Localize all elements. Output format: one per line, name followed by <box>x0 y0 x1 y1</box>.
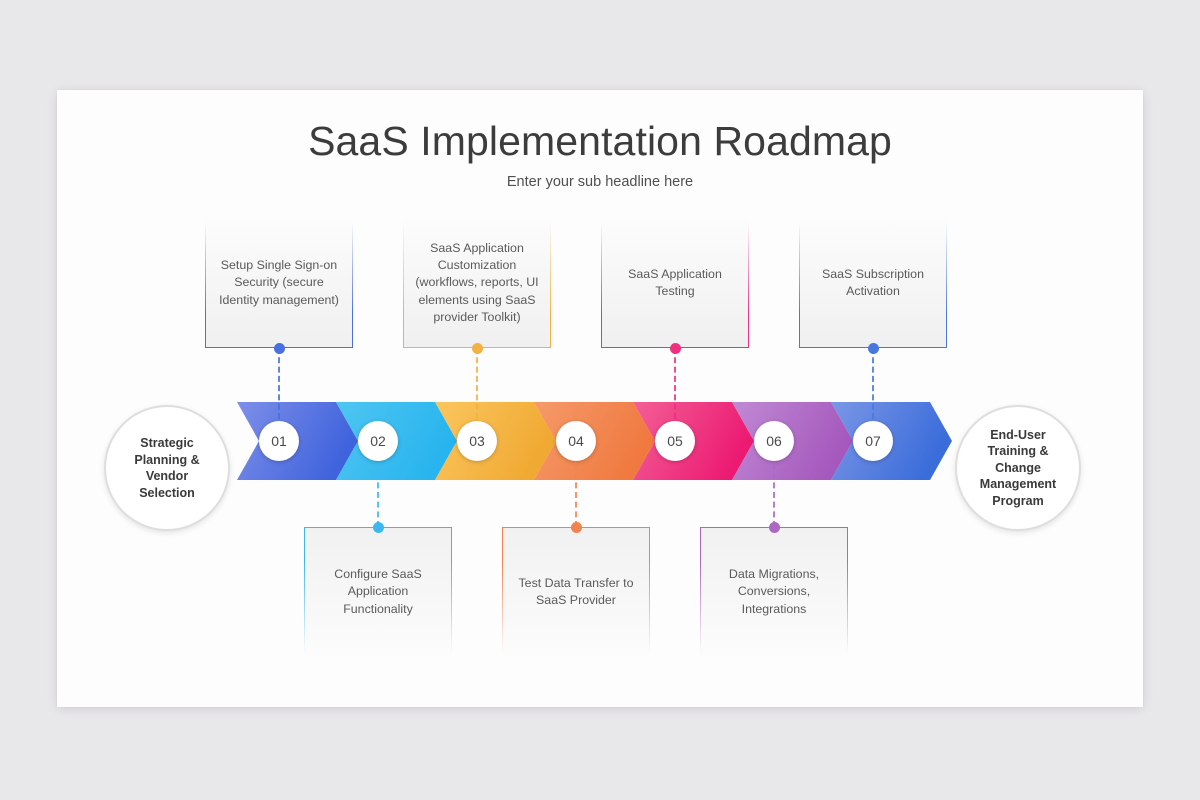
step-number-badge-05[interactable]: 05 <box>655 421 695 461</box>
step-connector-dot-03 <box>471 342 483 354</box>
end-endpoint-circle: End-User Training & Change Management Pr… <box>955 405 1081 531</box>
step-number-label: 01 <box>271 433 287 449</box>
step-card-05[interactable]: SaaS Application Testing <box>601 218 749 348</box>
step-number-badge-03[interactable]: 03 <box>457 421 497 461</box>
step-connector-line-03 <box>476 348 478 419</box>
step-number-badge-06[interactable]: 06 <box>754 421 794 461</box>
step-number-label: 02 <box>370 433 386 449</box>
step-number-label: 03 <box>469 433 485 449</box>
step-card-01[interactable]: Setup Single Sign-on Security (secure Id… <box>205 218 353 348</box>
page-title: SaaS Implementation Roadmap <box>308 118 892 164</box>
step-connector-line-07 <box>872 348 874 419</box>
page-subtitle: Enter your sub headline here <box>506 174 694 190</box>
start-endpoint-circle: Strategic Planning & Vendor Selection <box>104 405 230 531</box>
step-connector-line-02 <box>377 463 379 527</box>
step-number-label: 05 <box>667 433 683 449</box>
step-connector-dot-06 <box>768 521 780 533</box>
step-connector-dot-07 <box>867 342 879 354</box>
step-connector-line-01 <box>278 348 280 419</box>
step-connector-line-04 <box>575 463 577 527</box>
step-number-label: 06 <box>766 433 782 449</box>
step-number-badge-01[interactable]: 01 <box>259 421 299 461</box>
step-connector-dot-05 <box>669 342 681 354</box>
step-card-text: Data Migrations, Conversions, Integratio… <box>728 567 820 616</box>
step-number-label: 07 <box>865 433 881 449</box>
step-number-badge-02[interactable]: 02 <box>358 421 398 461</box>
step-connector-dot-02 <box>372 521 384 533</box>
end-endpoint[interactable]: End-User Training & Change Management Pr… <box>955 405 1085 535</box>
end-endpoint-label: End-User Training & Change Management Pr… <box>979 427 1057 508</box>
step-connector-dot-04 <box>570 521 582 533</box>
step-number-badge-07[interactable]: 07 <box>853 421 893 461</box>
step-card-06[interactable]: Data Migrations, Conversions, Integratio… <box>700 527 848 657</box>
step-card-text: Setup Single Sign-on Security (secure Id… <box>219 258 339 307</box>
step-card-text: Configure SaaS Application Functionality <box>334 567 422 616</box>
slide-surface: SaaS Implementation Roadmap Enter your s… <box>57 90 1143 707</box>
step-card-03[interactable]: SaaS Application Customization (workflow… <box>403 218 551 348</box>
step-number-label: 04 <box>568 433 584 449</box>
step-card-text: SaaS Application Testing <box>628 266 722 298</box>
step-connector-line-06 <box>773 463 775 527</box>
step-card-07[interactable]: SaaS Subscription Activation <box>799 218 947 348</box>
step-card-04[interactable]: Test Data Transfer to SaaS Provider <box>502 527 650 657</box>
step-connector-line-05 <box>674 348 676 419</box>
step-connector-dot-01 <box>273 342 285 354</box>
step-card-text: SaaS Application Customization (workflow… <box>415 241 539 324</box>
step-card-02[interactable]: Configure SaaS Application Functionality <box>304 527 452 657</box>
start-endpoint[interactable]: Strategic Planning & Vendor Selection <box>104 405 234 535</box>
step-card-text: SaaS Subscription Activation <box>822 266 924 298</box>
step-number-badge-04[interactable]: 04 <box>556 421 596 461</box>
step-card-text: Test Data Transfer to SaaS Provider <box>518 575 634 607</box>
start-endpoint-label: Strategic Planning & Vendor Selection <box>134 436 200 500</box>
